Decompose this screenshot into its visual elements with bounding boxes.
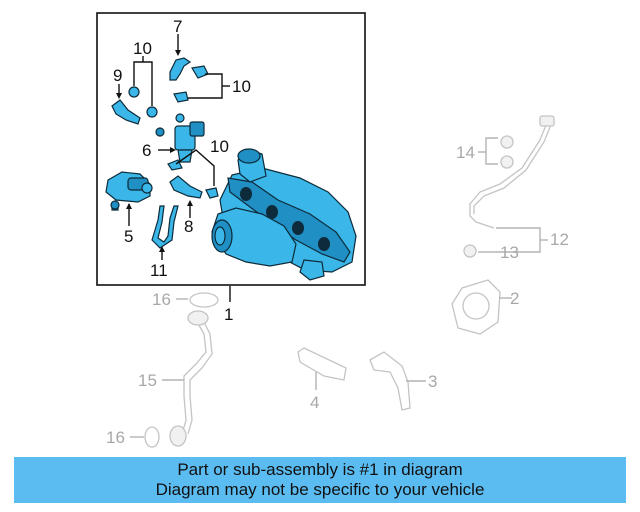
return-pipe-part15[interactable] bbox=[169, 310, 213, 447]
callout-10-mid: 10 bbox=[210, 137, 229, 156]
callout-15: 15 bbox=[138, 371, 157, 390]
callout-8: 8 bbox=[184, 217, 193, 236]
banner-line-1: Part or sub-assembly is #1 in diagram bbox=[177, 460, 463, 479]
callout-10-top: 10 bbox=[133, 39, 152, 58]
hose-part7[interactable] bbox=[169, 57, 192, 81]
info-banner: Part or sub-assembly is #1 in diagram Di… bbox=[14, 457, 626, 503]
callout-6: 6 bbox=[142, 141, 151, 160]
callout-7: 7 bbox=[173, 17, 182, 36]
hose-part9[interactable] bbox=[111, 86, 158, 125]
bolt-small[interactable] bbox=[110, 127, 165, 210]
gasket-part2[interactable] bbox=[451, 279, 501, 335]
boost-valve-part5[interactable] bbox=[105, 171, 153, 211]
callout-9: 9 bbox=[113, 66, 122, 85]
callout-4: 4 bbox=[310, 393, 319, 412]
callout-3: 3 bbox=[428, 372, 437, 391]
callout-14: 14 bbox=[456, 143, 475, 162]
callout-2: 2 bbox=[510, 289, 519, 308]
callout-10-right: 10 bbox=[232, 77, 251, 96]
hose-part8[interactable] bbox=[167, 159, 219, 199]
callout-5: 5 bbox=[124, 227, 133, 246]
pipe-part11[interactable] bbox=[151, 205, 179, 249]
turbocharger-manifold[interactable] bbox=[211, 148, 357, 281]
solenoid-valve-part6[interactable] bbox=[174, 113, 205, 163]
callout-16-bottom: 16 bbox=[106, 428, 125, 447]
callout-13: 13 bbox=[500, 243, 519, 262]
callout-11: 11 bbox=[150, 261, 168, 280]
bracket-part3[interactable] bbox=[369, 351, 411, 411]
bracket-part4[interactable] bbox=[297, 347, 347, 381]
callout-12: 12 bbox=[550, 230, 569, 249]
oil-line-part12[interactable] bbox=[463, 115, 555, 258]
gasket-part16[interactable] bbox=[144, 292, 219, 448]
banner-line-2: Diagram may not be specific to your vehi… bbox=[155, 480, 485, 499]
clamp-part10-upper[interactable] bbox=[173, 65, 209, 103]
callout-16-top: 16 bbox=[152, 290, 171, 309]
callout-1: 1 bbox=[224, 305, 233, 324]
